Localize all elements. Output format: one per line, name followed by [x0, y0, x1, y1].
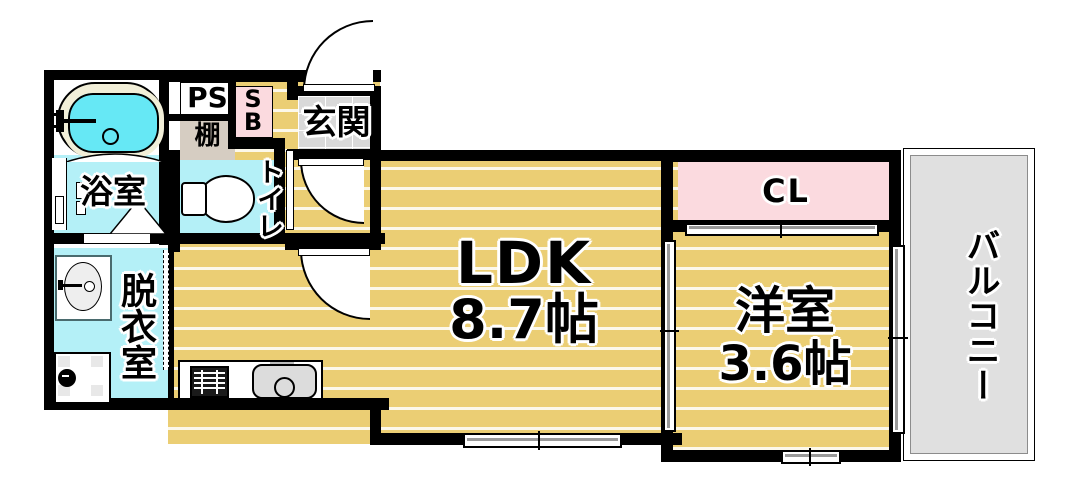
wall-youshitsu-top: [672, 150, 900, 162]
wall-washroom-right: [168, 244, 174, 404]
bath-mirror: [76, 182, 86, 199]
wm-corner-br: [91, 385, 103, 396]
genkan-area: [298, 96, 375, 149]
bathtub-faucet-body: [56, 110, 64, 132]
washbasin-faucet-base: [58, 280, 63, 290]
wall-ldk-left-lower: [370, 398, 381, 445]
washbasin-drain: [84, 281, 95, 292]
wall-bath-right: [159, 70, 169, 245]
wall-corridor-right: [370, 150, 381, 250]
datsuishitsu-label: 脱衣室: [115, 272, 156, 380]
wall-sb-bottom: [228, 138, 276, 149]
ldk-area-label: 8.7帖: [449, 288, 599, 351]
ps-label: PS: [187, 81, 228, 114]
wall-genkan-bottom: [287, 149, 381, 160]
bath-shower-head: [55, 196, 64, 224]
youshitsu-bottom-window[interactable]: [781, 448, 841, 466]
corridor-door-leaf-upper: [298, 158, 364, 166]
ldk-youshitsu-door[interactable]: [660, 240, 679, 432]
wall-washroom-bottom: [44, 398, 389, 410]
wall-top-bath: [44, 70, 169, 80]
bathtub-faucet-handle2: [51, 125, 58, 128]
cl-sliding-door[interactable]: [685, 221, 879, 238]
bathtub-faucet-handle: [51, 113, 58, 116]
wm-corner-tr: [91, 356, 103, 367]
wall-ps-divider: [169, 114, 229, 121]
balcony-label: バルコニー: [960, 228, 1000, 403]
ldk-name-label: LDK: [455, 229, 593, 297]
bath-mirror-lower: [76, 201, 86, 215]
youshitsu-name-label: 洋室: [735, 282, 835, 340]
genkan-label: 玄関: [302, 103, 371, 143]
toilet-bowl: [199, 175, 255, 223]
youshitsu-balcony-door[interactable]: [888, 245, 908, 434]
bath-drain-slope: [110, 200, 166, 234]
wall-genkan-left: [287, 82, 298, 100]
wm-drain-knob: [58, 369, 76, 387]
sb-label: SB: [243, 85, 263, 137]
wall-toilet-left: [169, 150, 180, 245]
gas-stove: [190, 366, 229, 398]
bath-entry-curve: [66, 153, 164, 162]
cl-area: [678, 162, 894, 220]
washroom-door-opening[interactable]: [163, 250, 169, 370]
wall-hall-left: [169, 244, 180, 252]
cl-label: CL: [762, 172, 810, 210]
youshitsu-area-label: 3.6帖: [718, 336, 852, 392]
ldk-bottom-window[interactable]: [463, 431, 622, 450]
balcony-area: [910, 155, 1028, 454]
washbasin-faucet: [60, 284, 82, 287]
wall-ldk-top: [370, 150, 682, 161]
genkan-entry-door-leaf: [303, 84, 375, 92]
toilet-door-opening[interactable]: [286, 150, 294, 230]
genkan-entry-door-swing: [303, 20, 373, 90]
ldk-door-leaf: [298, 248, 370, 256]
wm-corner-bl: [58, 385, 70, 396]
tana-area: [180, 120, 235, 160]
wall-corridor-lower: [285, 239, 381, 250]
kitchen-sink-drain: [274, 377, 295, 398]
toilet-label: トイレ: [252, 158, 283, 239]
kitchen-faucet: [270, 362, 294, 364]
wm-corner-tl: [58, 356, 70, 367]
kitchen-sink: [252, 364, 317, 399]
wall-genkan-right: [370, 86, 381, 149]
tana-label: 棚: [194, 121, 221, 151]
bathtub-drain: [102, 128, 119, 145]
yokushitsu-label: 浴室: [80, 172, 146, 211]
toilet-tank: [181, 182, 207, 216]
bath-door-opening[interactable]: [84, 234, 150, 243]
wall-sb-left: [228, 80, 236, 140]
bathtub-faucet-spout: [62, 119, 96, 123]
wall-toilet-right: [274, 138, 285, 244]
sb-area: [235, 86, 273, 138]
